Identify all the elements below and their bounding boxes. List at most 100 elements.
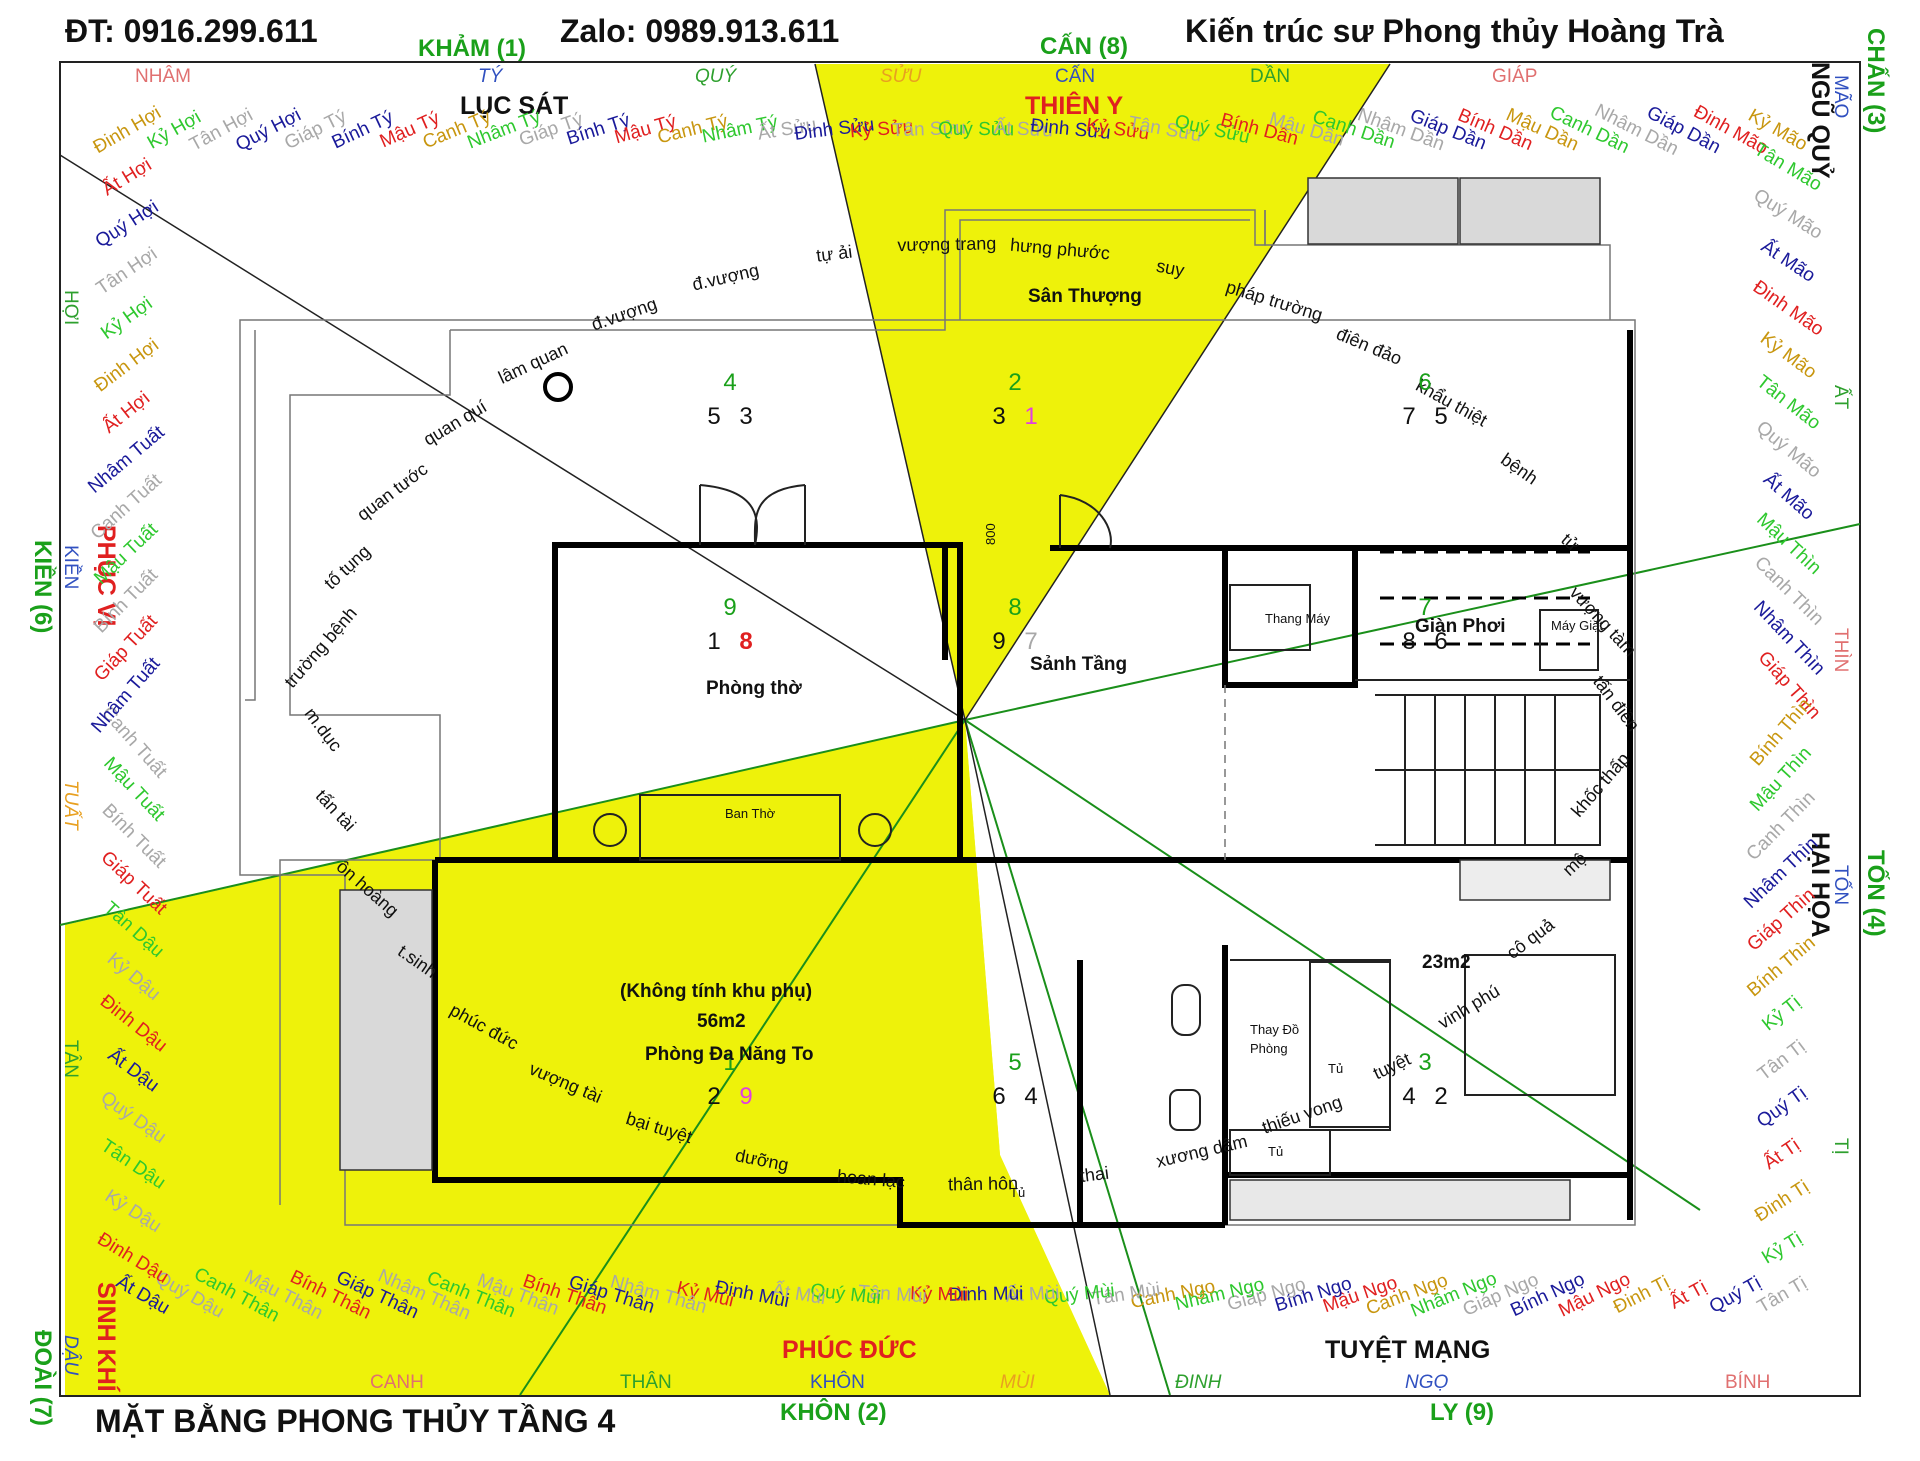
footer-title: MẶT BẰNG PHONG THỦY TẦNG 4 xyxy=(95,1403,616,1439)
line-tuat-tan xyxy=(59,719,966,926)
planter-north xyxy=(1307,177,1459,245)
terrace-edge-2 xyxy=(245,330,256,701)
line-ton-ti xyxy=(964,719,1701,1211)
divider-nw xyxy=(59,154,966,721)
edge-labels-bottom: CANH THÂN KHÔN MÙI ĐINH NGỌ BÍNH xyxy=(370,1371,1770,1393)
phone-number: ĐT: 0916.299.611 xyxy=(65,13,318,49)
ring-name-79: Tân Mùi xyxy=(857,1282,927,1308)
wc-toilet xyxy=(1169,1089,1201,1131)
keyword-8: bệnh xyxy=(1497,449,1541,488)
star-bl-7: 6 xyxy=(992,1083,1005,1110)
room-ban-tho: Ban Thờ xyxy=(725,806,776,821)
keyword-31: tố tụng xyxy=(320,541,374,593)
star-bl-2: 7 xyxy=(1402,403,1415,430)
room-khong-tinh: (Không tính khu phụ) xyxy=(620,981,812,1002)
dir-ton: TỐN (4) xyxy=(1862,850,1890,937)
dir-can: CẤN (8) xyxy=(1040,32,1128,60)
wc-basin xyxy=(1171,984,1201,1036)
star-br-4: 7 xyxy=(1024,628,1037,655)
star-br-5: 6 xyxy=(1434,628,1447,655)
keyword-20: thân hôn xyxy=(948,1173,1018,1194)
dir-doai: ĐOÀI (7) xyxy=(29,1330,57,1426)
ring-name-58: Đinh Tị xyxy=(1751,1176,1813,1226)
dir-kien: KIỀN (6) xyxy=(29,540,57,633)
room-thay-do-2: Phòng xyxy=(1250,1041,1288,1056)
dim-800: 800 xyxy=(983,523,998,545)
line-an-thin xyxy=(964,523,1861,721)
ring-name-77: Đinh Mùi xyxy=(948,1283,1023,1305)
edge-top-4: CẤN xyxy=(1055,65,1095,87)
keyword-18: xương dâm xyxy=(1154,1131,1249,1171)
room-area-56: 56m2 xyxy=(697,1011,746,1032)
door-phong-tho xyxy=(699,484,806,546)
edge-top-6: GIÁP xyxy=(1492,66,1537,87)
stair-steps xyxy=(1375,695,1600,845)
divider-s xyxy=(964,719,1111,1396)
floor-plan-walls xyxy=(239,177,1636,1228)
edge-bottom-1: THÂN xyxy=(620,1371,672,1393)
ring-name-115: Đinh Hợi xyxy=(91,335,163,397)
edge-right-1: ẤT xyxy=(1830,385,1852,410)
window-hatch xyxy=(1459,859,1611,901)
ring-name-76: Ất Mùi xyxy=(1005,1281,1060,1306)
star-bl-8: 4 xyxy=(1402,1083,1415,1110)
keyword-30: trường bệnh xyxy=(280,603,361,692)
room-phong-tho: Phòng thờ xyxy=(706,678,802,699)
ring-name-61: Quý Tị xyxy=(1706,1272,1765,1317)
star-top-7: 5 xyxy=(1008,1049,1021,1076)
zone-sinh-khi: SINH KHÍ xyxy=(92,1282,121,1393)
zone-ngu-quy: NGŨ QUỶ xyxy=(1806,62,1836,179)
tu-small xyxy=(1229,1129,1331,1176)
frame-border xyxy=(59,61,1861,1397)
room-sanh-tang: Sảnh Tầng xyxy=(1030,654,1127,675)
ring-name-55: Tân Tị xyxy=(1754,1036,1809,1085)
ban-tho-vase-right xyxy=(858,813,892,847)
wall-thang-may xyxy=(1050,545,1358,688)
star-bl-1: 3 xyxy=(992,403,1005,430)
roof-edge-3 xyxy=(959,219,1250,320)
star-bl-4: 9 xyxy=(992,628,1005,655)
zone-phuc-vi: PHỤC VỊ xyxy=(92,525,120,626)
edge-top-0: NHÂM xyxy=(135,65,191,87)
dir-chan: CHẤN (3) xyxy=(1862,28,1890,133)
star-br-1: 1 xyxy=(1024,403,1037,430)
terrace-edge xyxy=(279,330,451,1205)
keyword-2: vượng trang xyxy=(897,233,996,255)
ring-name-54: Kỷ Tị xyxy=(1758,992,1805,1035)
keyword-16: tuyệt xyxy=(1370,1049,1414,1084)
edge-labels-top: NHÂM TÝ QUÝ SỬU CẤN DẦN GIÁP xyxy=(135,65,1537,87)
star-bl-5: 8 xyxy=(1402,628,1415,655)
edge-bottom-2: KHÔN xyxy=(810,1371,865,1393)
star-br-8: 2 xyxy=(1434,1083,1447,1110)
room-may-giat: Máy Giặt xyxy=(1551,618,1603,633)
zone-tuyet-mang: TUYỆT MẠNG xyxy=(1325,1334,1490,1364)
author-name: Kiến trúc sư Phong thủy Hoàng Trà xyxy=(1185,13,1724,49)
keyword-19: thai xyxy=(1079,1163,1110,1186)
gian-phoi-dashes xyxy=(1380,550,1590,646)
ring-name-60: Tân Tị xyxy=(1754,1273,1811,1318)
star-br-3: 8 xyxy=(739,628,752,655)
drain-icon xyxy=(543,372,573,402)
star-top-2: 6 xyxy=(1418,369,1431,396)
room-gian-phoi: Giàn Phơi xyxy=(1415,616,1506,637)
divider-ne xyxy=(964,63,1391,721)
keyword-6: điên đảo xyxy=(1333,323,1404,368)
sector-phuc-duc xyxy=(65,720,1110,1395)
ring-name-19: Ất Sửu xyxy=(993,116,1053,141)
ring-name-17: Tân Sửu xyxy=(891,118,966,141)
keyword-1: tự ải xyxy=(815,242,853,266)
keyword-28: tấn tài xyxy=(312,786,360,836)
star-bl-0: 5 xyxy=(707,403,720,430)
keyword-0: đ.vượng xyxy=(690,260,761,295)
keyword-33: quan quí xyxy=(420,396,490,449)
keyword-5: pháp trường xyxy=(1224,277,1325,325)
planter-north-2 xyxy=(1459,177,1601,245)
ring-name-38: Ất Mão xyxy=(1757,235,1819,287)
ring-name-39: Đinh Mão xyxy=(1749,277,1828,341)
edge-right-4: TỊ xyxy=(1830,1138,1851,1155)
edge-left-2: TUẤT xyxy=(60,780,82,831)
edge-top-5: DẦN xyxy=(1250,65,1290,87)
room-area-23: 23m2 xyxy=(1422,952,1471,973)
may-giat-box xyxy=(1539,609,1599,671)
